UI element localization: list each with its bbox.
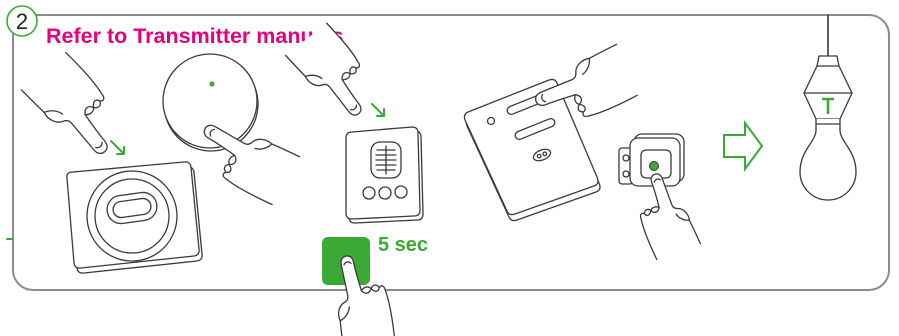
press-direction-arrow-icon [111, 141, 124, 154]
wall-button-2 [379, 187, 391, 199]
module-led [650, 162, 659, 171]
pendant-bulb-icon [800, 15, 856, 200]
motion-detector-icon [67, 162, 202, 273]
hand-pointer-icon [21, 51, 132, 167]
wall-detector-icon [346, 127, 423, 223]
hold-duration-label: 5 sec [378, 234, 428, 256]
press-direction-arrow-icon [372, 104, 384, 116]
hand-fill [21, 51, 132, 167]
step-badge: 2 [7, 6, 37, 36]
wall-button-1 [363, 187, 375, 199]
page-title: Refer to Transmitter manuals [46, 24, 344, 48]
bulb-glass [800, 119, 856, 200]
transmitter-led [209, 81, 214, 86]
step-number: 2 [16, 9, 28, 34]
right-arrow-icon [724, 123, 762, 169]
wall-button-3 [395, 186, 407, 198]
detector-knob-grille [376, 146, 396, 174]
